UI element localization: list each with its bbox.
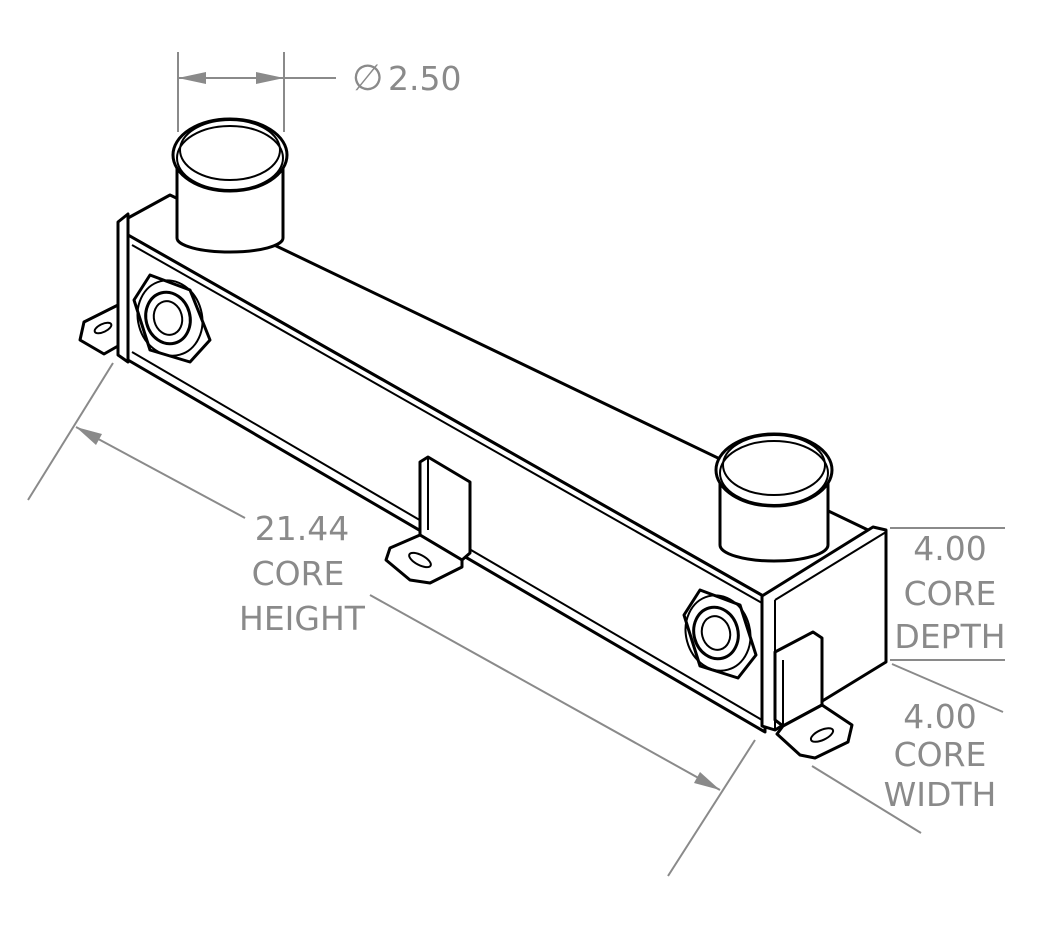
side-port-right [682, 588, 758, 680]
heat-exchanger-drawing [78, 117, 888, 760]
core-height-value: 21.44 [255, 509, 349, 548]
diameter-dimension: ∅ 2.50 [177, 52, 461, 132]
bracket-right [773, 630, 854, 760]
bracket-middle [384, 455, 472, 585]
core-width-label-1: CORE [894, 735, 987, 774]
diameter-symbol: ∅ [352, 58, 383, 99]
core-depth-label-1: CORE [904, 574, 997, 613]
core-width-dimension: 4.00 CORE WIDTH [811, 663, 1004, 834]
end-plate-left [116, 212, 130, 364]
core-depth-label-2: DEPTH [894, 617, 1005, 656]
core-width-label-2: WIDTH [884, 775, 997, 814]
core-depth-value: 4.00 [913, 529, 986, 568]
bracket-left [78, 303, 120, 356]
side-port-left [132, 273, 212, 364]
pipe-left [171, 117, 289, 254]
core-depth-dimension: 4.00 CORE DEPTH [890, 527, 1006, 661]
core-height-dimension: 21.44 CORE HEIGHT [27, 362, 756, 877]
core-height-label-2: HEIGHT [239, 599, 366, 638]
pipe-right [714, 432, 834, 563]
diameter-value: 2.50 [388, 59, 461, 98]
core-height-label-1: CORE [252, 554, 345, 593]
core-width-value: 4.00 [903, 697, 976, 736]
